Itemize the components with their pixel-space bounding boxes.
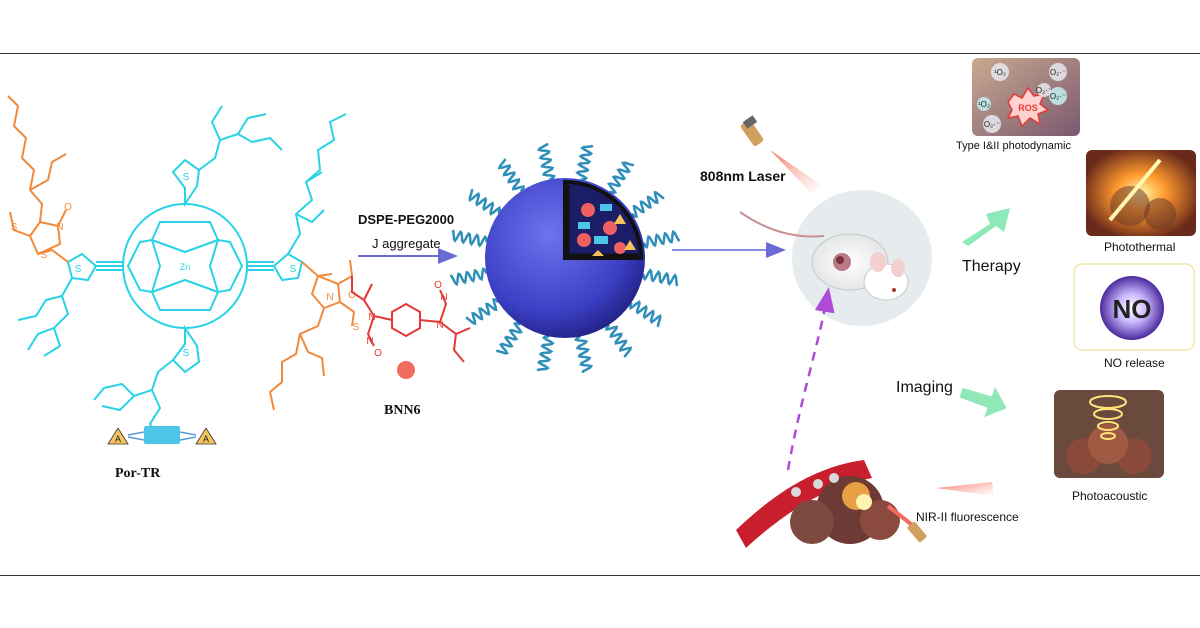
porphyrin-core [17, 105, 347, 441]
oxygen-atom-right: O [348, 290, 356, 301]
species-5: ¹O₂ [978, 100, 990, 109]
pdt-label: Type I&II photodynamic [956, 140, 1071, 152]
no-release-label: NO release [1104, 356, 1165, 370]
peg-coil [642, 229, 681, 249]
species-3: O₂·⁻ [1050, 92, 1066, 101]
species-6: O₂·⁻ [1036, 86, 1052, 95]
peg-coil [495, 321, 523, 355]
bnn6-oxygen-right: O [434, 280, 442, 291]
bnn6-molecule [351, 276, 471, 363]
peg-coil [575, 144, 594, 181]
no-badge: NO [1113, 294, 1152, 324]
therapy-label: Therapy [962, 258, 1021, 275]
peg-coil [451, 229, 488, 248]
bnn6-nitrogen-right: N [436, 320, 443, 331]
photoacoustic-label: Photoacoustic [1072, 489, 1148, 503]
dspe-peg-label: DSPE-PEG2000 [358, 212, 455, 227]
tumor-vessel [736, 460, 927, 548]
bnn6-bead [397, 361, 415, 379]
top-rule [0, 53, 1200, 54]
bnn6-atom-labels: N N O N N O [366, 280, 447, 359]
peg-coil [497, 158, 525, 193]
sulfur-atom-right: S [353, 322, 360, 333]
species-4: O₂·⁻ [984, 120, 1000, 129]
bnn6-oxygen-left: O [374, 348, 382, 359]
nitrogen-atom-right: N [326, 292, 333, 303]
tumor-to-mouse-arrow [786, 287, 835, 471]
bnn6-label: BNN6 [384, 403, 421, 418]
species-1: ¹O₂ [994, 68, 1006, 77]
nir-ii-label: NIR-II fluorescence [916, 510, 1019, 524]
bottom-rule [0, 575, 1200, 576]
peg-coil [628, 300, 662, 328]
therapy-arrow [962, 208, 1010, 246]
peg-coil [642, 268, 679, 287]
peg-coil [574, 335, 594, 374]
thiophene-sulfur-bottom: S [183, 348, 190, 359]
peg-coil [607, 161, 635, 195]
por-tr-schematic: A A [107, 426, 217, 445]
bnn6-nitrogen-nitroso-left: N [366, 336, 373, 347]
acceptor-label-left: A [115, 434, 121, 444]
peg-coil [630, 190, 665, 218]
oxygen-atom-left: O [64, 202, 72, 213]
sulfur-ring-atom-left: S [41, 250, 48, 261]
imaging-label: Imaging [896, 379, 953, 396]
j-aggregate-label: J aggregate [372, 236, 441, 251]
photothermal-tile [1086, 150, 1196, 236]
peg-coil [468, 188, 502, 216]
no-release-tile: NO [1073, 263, 1195, 351]
laser-device-bottom [936, 482, 994, 496]
peg-coil [536, 335, 555, 372]
peg-coil [465, 298, 500, 326]
thiophene-sulfur-right: S [290, 264, 297, 275]
thiophene-sulfur-left: S [75, 264, 82, 275]
peg-coil [536, 142, 556, 181]
rhodanine-acceptors [7, 95, 356, 411]
photoacoustic-tile [1054, 390, 1164, 478]
photothermal-label: Photothermal [1104, 240, 1176, 254]
imaging-arrow [959, 387, 1007, 418]
nanoparticle [449, 142, 681, 374]
laser-device-top [740, 115, 820, 194]
peg-coil [449, 267, 488, 287]
pdt-tile: ROS ¹O₂ O₂·⁻ O₂·⁻ O₂·⁻ ¹O₂ O₂·⁻ [972, 58, 1080, 136]
species-2: O₂·⁻ [1050, 68, 1066, 77]
ros-label: ROS [1018, 103, 1038, 113]
acceptor-label-right: A [203, 434, 209, 444]
nitrogen-atom-left: N [56, 222, 63, 233]
por-tr-molecule [7, 95, 356, 441]
bnn6-nitrogen-left: N [368, 312, 375, 323]
mouse-illustration [739, 190, 932, 326]
cargo-beads [577, 203, 636, 256]
zinc-atom: Zn [180, 262, 191, 272]
peg-coil [605, 323, 633, 358]
sulfur-atom-left: S [11, 222, 18, 233]
thiophene-sulfur-top: S [183, 172, 190, 183]
atom-labels: S O S N S S O S N S S Zn [11, 172, 360, 359]
bnn6-nitrogen-nitroso-right: N [440, 292, 447, 303]
peg-coils [449, 142, 681, 374]
laser-label: 808nm Laser [700, 168, 786, 184]
por-tr-label: Por-TR [115, 466, 161, 481]
